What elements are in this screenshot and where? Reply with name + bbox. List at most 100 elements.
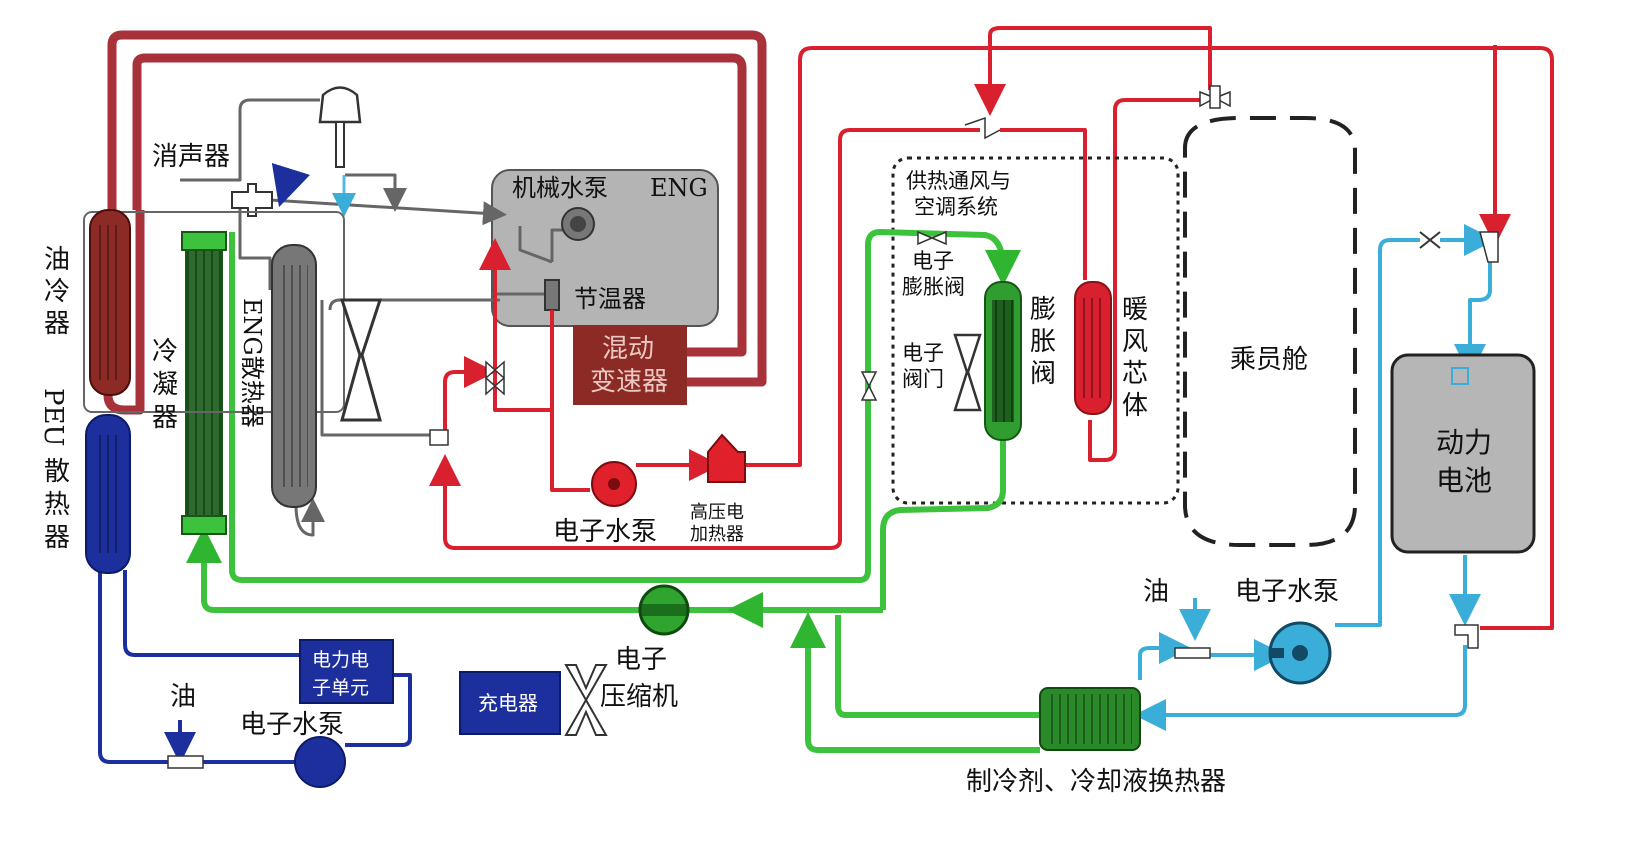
oil-cooler-fins: [97, 225, 123, 380]
radiator-frame: [83, 211, 345, 413]
charger-fan-icon: [564, 664, 608, 736]
battery-icon: [1390, 353, 1536, 554]
label-oil-cooler-2: 冷: [44, 277, 70, 307]
heat-exchanger-fins: [1048, 694, 1132, 744]
label-oil-cooler-3: 器: [44, 309, 70, 339]
label-peu-radiator-3: 热: [44, 490, 70, 520]
evaporator-fins: [992, 300, 1014, 422]
label-exp-valve-2: 胀: [1030, 327, 1056, 357]
label-hybrid-trans-2: 变速器: [590, 367, 668, 397]
condenser-bottom-tank: [181, 515, 227, 535]
label-hvac-1: 供热通风与: [906, 169, 1011, 193]
label-compressor-2: 压缩机: [600, 682, 678, 712]
label-exp-valve-1: 膨: [1030, 295, 1056, 325]
oil-fill-fitting-right: [1174, 647, 1211, 659]
label-heater-core-2: 风: [1122, 327, 1148, 357]
label-oil-right: 油: [1143, 577, 1169, 607]
label-cabin: 乘员舱: [1230, 345, 1308, 375]
label-hvac-2: 空调系统: [914, 195, 998, 219]
label-heater-core-3: 芯: [1122, 359, 1148, 389]
label-eng-radiator: ENG散热器: [238, 298, 266, 428]
label-condenser-2: 凝: [152, 370, 178, 400]
label-hv-heater-2: 加热器: [690, 524, 744, 545]
label-epump-left: 电子水泵: [240, 710, 344, 740]
label-peu-radiator-peu: PEU: [38, 388, 68, 446]
hv-heater-icon: [707, 433, 746, 483]
tee-fitting-left: [429, 429, 449, 446]
label-condenser-1: 冷: [152, 337, 178, 367]
three-way-valve-icon: [1199, 90, 1231, 108]
engine-fan-icon: [339, 298, 383, 422]
three-way-valve-body: [1209, 85, 1221, 109]
valve-icon: [484, 360, 506, 396]
label-condenser-3: 器: [152, 403, 178, 433]
battery-inlet-icon: [1451, 367, 1469, 385]
muffler-shape: [318, 86, 362, 124]
label-heat-exchanger: 制冷剂、冷却液换热器: [966, 767, 1226, 797]
heater-core-fins: [1080, 298, 1106, 398]
label-mech-pump: 机械水泵: [512, 174, 608, 202]
blue-arrow: [271, 162, 311, 208]
condenser-fins: [186, 245, 222, 530]
label-peu-unit-2: 子单元: [312, 677, 369, 699]
cross-fitting: [231, 183, 273, 217]
peu-unit-box: [299, 639, 394, 704]
label-condenser: 冷 凝 器: [152, 337, 178, 433]
epump-right-inlet: [1270, 648, 1284, 658]
label-peu-radiator: PEU 散 热 器: [38, 388, 70, 553]
e-exp-valve-icon: [917, 230, 947, 246]
peu-loop: [98, 570, 412, 764]
hybrid-transmission-box: [573, 325, 687, 405]
oil-fill-fitting-left: [167, 755, 204, 769]
battery-valve-icon: [1419, 231, 1441, 249]
mech-pump-hub-icon: [570, 216, 586, 232]
epump-left-icon: [294, 736, 346, 788]
label-epump-right: 电子水泵: [1235, 577, 1339, 607]
cabin-outline: [1183, 116, 1357, 547]
label-charger: 充电器: [478, 691, 538, 715]
hvac-fan-icon: [953, 333, 982, 412]
tee-fitting-top: [964, 116, 1001, 140]
label-peu-radiator-2: 散: [44, 457, 70, 487]
charger-box: [459, 671, 561, 735]
engine-oil-loop: [103, 30, 767, 415]
label-thermostat: 节温器: [574, 285, 646, 313]
label-epump-center: 电子水泵: [553, 517, 657, 547]
label-exp-valve-3: 阀: [1030, 359, 1056, 389]
label-muffler: 消声器: [152, 142, 230, 172]
label-oil-cooler-1: 油: [44, 245, 70, 275]
label-heater-core-1: 暖: [1122, 295, 1148, 325]
tee-fitting-battery-top: [1479, 231, 1499, 263]
battery-loop: [1134, 224, 1496, 731]
label-heater-core-4: 体: [1122, 391, 1148, 421]
label-peu-radiator-4: 器: [44, 523, 70, 553]
label-battery-1: 动力: [1436, 426, 1492, 459]
label-hybrid-trans-1: 混动: [602, 334, 654, 364]
thermostat-icon: [544, 279, 560, 311]
tee-fitting-battery: [1454, 624, 1479, 649]
label-oil-cooler: 油 冷 器: [44, 245, 70, 339]
label-exp-valve: 膨 胀 阀: [1030, 295, 1056, 389]
muffler-pipe: [335, 121, 345, 168]
label-compressor-1: 电子: [615, 645, 667, 675]
epump-right-hub-icon: [1292, 645, 1308, 661]
label-battery-2: 电池: [1436, 464, 1492, 497]
label-peu-unit-1: 电力电: [312, 649, 369, 671]
eng-radiator-fins: [280, 265, 308, 487]
compressor-band: [640, 604, 688, 616]
heater-loop: [429, 26, 1554, 630]
hvac-box: [891, 156, 1180, 505]
label-heater-core: 暖 风 芯 体: [1122, 295, 1148, 421]
condenser-top-tank: [181, 231, 227, 251]
refrigerant-valve-icon: [860, 371, 878, 401]
label-e-exp-valve-1: 电子: [912, 249, 954, 273]
label-e-valve-1: 电子: [902, 341, 944, 365]
epump-center-hub-icon: [608, 478, 620, 490]
label-e-exp-valve-2: 膨胀阀: [902, 275, 965, 299]
label-eng: ENG: [650, 174, 708, 202]
label-hv-heater-1: 高压电: [690, 502, 744, 523]
label-oil-left: 油: [170, 682, 196, 712]
peu-radiator-fins: [94, 435, 122, 553]
